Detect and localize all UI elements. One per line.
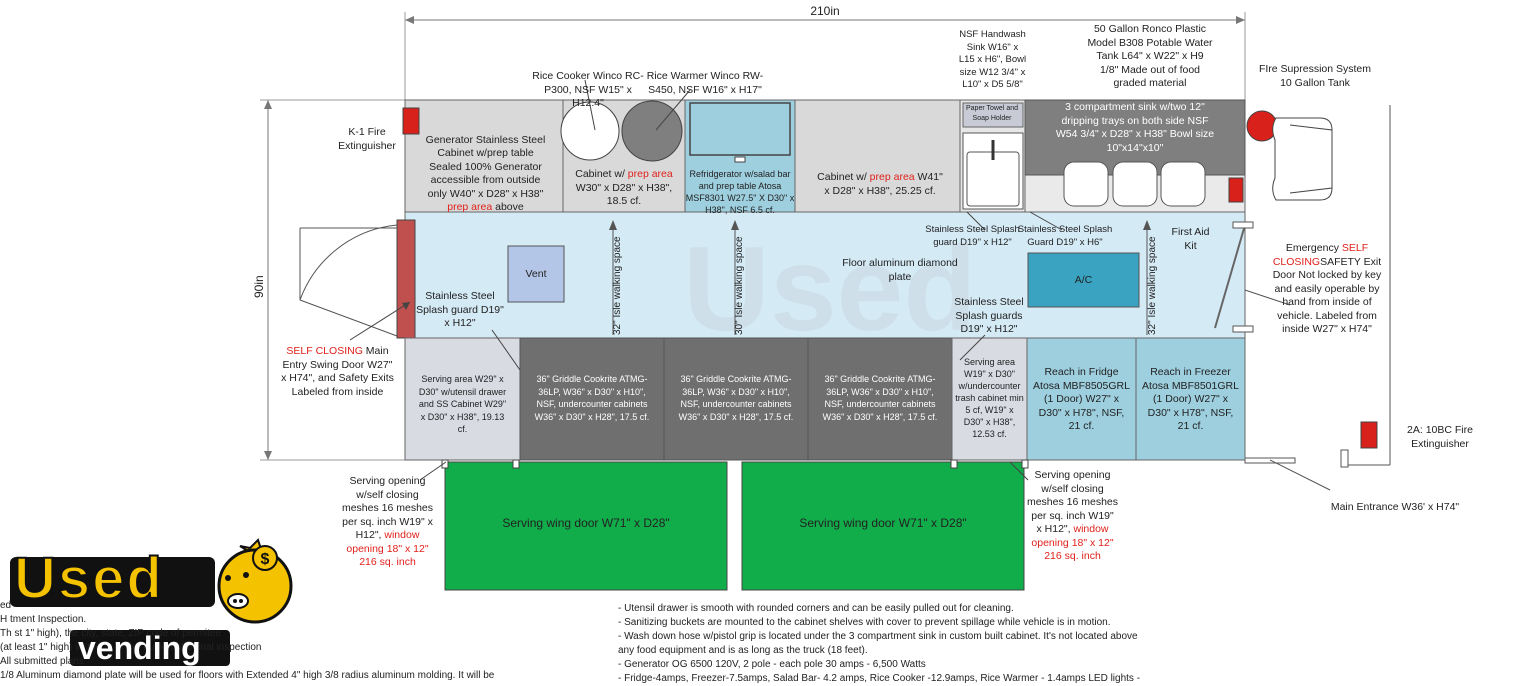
first-aid-kit-label: First Aid Kit [1171, 226, 1210, 252]
serving-opening-left-label: Serving opening w/self closing meshes 16… [341, 475, 434, 568]
griddle-1-text: 36" Griddle Cookrite ATMG- 36LP, W36" x … [534, 374, 650, 422]
handwash-sink-label: NSF Handwash Sink W16" x L15 x H6", Bowl… [958, 29, 1027, 90]
reach-in-fridge-text: Reach in Fridge Atosa MBF8505GRL (1 Door… [1033, 366, 1130, 432]
svg-text:$: $ [261, 551, 270, 568]
three-compartment-sink-text: 3 compartment sink w/two 12" dripping tr… [1055, 101, 1215, 154]
logo-graphic: $ [10, 538, 293, 666]
serving-wing-door-1-text: Serving wing door W71" x D28" [502, 516, 670, 530]
aisle-label-1: 32" Isle walking space [612, 236, 623, 335]
rice-cooker-label: Rice Cooker Winco RC- P300, NSF W15" x H… [532, 70, 644, 109]
vent-text: Vent [525, 268, 547, 280]
emergency-exit-label: Emergency SELF CLOSINGSAFETY Exit Door N… [1272, 242, 1382, 335]
serving-area-text: Serving area W29" x D30" w/utensil drawe… [418, 374, 507, 434]
logo-vending-text: vending [78, 630, 201, 666]
height-dimension: 90in [252, 275, 266, 298]
griddle-2-text: 36" Griddle Cookrite ATMG- 36LP, W36" x … [678, 374, 794, 422]
splash-guard-b-label: Stainless Steel Splash Guard D19" x H6" [1017, 224, 1113, 248]
splash-guard-c-label: Stainless Steel Splash guards D19" x H12… [954, 296, 1024, 335]
rice-warmer-label: Rice Warmer Winco RW- S450, NSF W16" x H… [646, 70, 764, 96]
k1-extinguisher-label: K-1 Fire Extinguisher [338, 126, 396, 152]
water-tank-label: 50 Gallon Ronco Plastic Model B308 Potab… [1087, 23, 1213, 89]
aisle-label-3: 32" Isle walking space [1147, 236, 1158, 335]
extinguisher-2a-label: 2A: 10BC Fire Extinguisher [1407, 424, 1473, 450]
notes-right: - Utensil drawer is smooth with rounded … [618, 603, 1141, 684]
cabinet-41-text: Cabinet w/ prep area W41" x D28" x H38",… [817, 171, 943, 197]
refrigerator-salad-bar-text: Refridgerator w/salad bar and prep table… [685, 169, 795, 215]
splash-guard-a-label: Stainless Steel Splash guard D19" x H12" [925, 224, 1020, 248]
main-entrance-label: Main Entrance W36' x H74" [1330, 501, 1460, 513]
floor-plate-text: Floor aluminum diamond plate [842, 257, 958, 283]
splash-guard-left-label: Stainless Steel Splash guard D19" x H12" [416, 290, 504, 329]
aisle-label-2: 30" Isle walking space [734, 236, 745, 335]
serving-opening-right-label: Serving opening w/self closing meshes 16… [1026, 469, 1119, 562]
ac-text: A/C [1074, 274, 1093, 286]
svg-text:Used: Used [683, 222, 976, 356]
serving-wing-door-2-text: Serving wing door W71" x D28" [799, 516, 967, 530]
reach-in-freezer-text: Reach in Freezer Atosa MBF8501GRL (1 Doo… [1142, 366, 1239, 432]
width-dimension: 210in [810, 4, 840, 18]
paper-towel-holder-text: Paper Towel and Soap Holder [965, 105, 1019, 122]
entry-door-label: SELF CLOSING Main Entry Swing Door W27" … [281, 345, 394, 398]
griddle-3-text: 36" Griddle Cookrite ATMG- 36LP, W36" x … [822, 374, 938, 422]
fire-suppression-label: FIre Supression System 10 Gallon Tank [1258, 63, 1372, 89]
logo-used-text: Used [13, 546, 164, 611]
serving-area-2-text: Serving area W19" x D30" w/undercounter … [955, 357, 1024, 439]
